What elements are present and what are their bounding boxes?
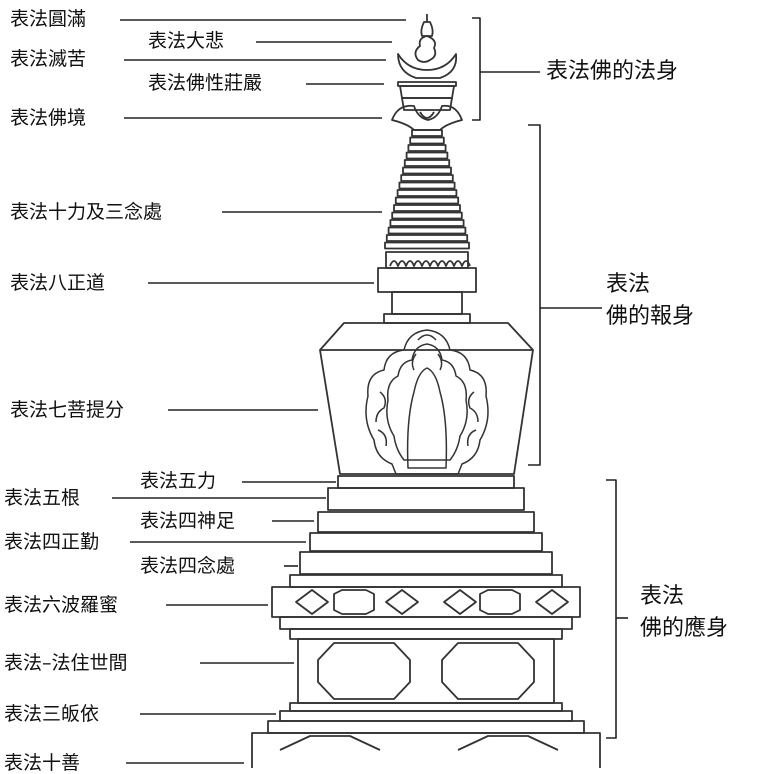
spire-ring [409,136,445,145]
label-four-bases: 表法四神足 [140,510,236,532]
label-five-powers: 表法五力 [140,470,217,492]
virtues-base [251,732,601,768]
crescent-moon [397,53,458,79]
label-one-dharma: 表法–法住世間 [4,652,128,674]
paramita-band [271,586,581,640]
spire-ring [407,144,447,152]
group-nirmanakaya-line1: 表法 [640,584,685,609]
spire-ring [402,166,452,175]
group-sambhogakaya-line2: 佛的報身 [606,304,695,329]
spire-ring [389,219,465,227]
label-four-efforts: 表法四正勤 [4,531,100,553]
ornate-niche [365,329,489,475]
label-seven-factors: 表法七菩提分 [10,399,125,421]
lotus-band [377,251,477,324]
spire-ring [394,196,460,205]
label-buddha-nature: 表法佛性莊嚴 [148,72,263,94]
spire-ring [398,181,456,190]
label-six-paramitas: 表法六波羅蜜 [4,594,119,616]
label-buddha-realm: 表法佛境 [10,107,87,129]
base-tiers [289,475,563,588]
spire-rings [384,129,470,250]
spire-ring [400,174,454,182]
spire-ring [385,234,469,242]
dome-body [319,322,534,475]
parasol-crown [391,81,463,131]
spire-ring [396,189,458,197]
pinnacle-jewel [414,14,437,63]
spire-ring [403,159,451,167]
label-perfection: 表法圓滿 [10,8,87,30]
brackets [472,17,628,739]
refuge-tiers [267,702,585,734]
group-dharmakaya: 表法佛的法身 [546,59,679,84]
spire-ring [384,241,470,250]
spire-ring [411,129,443,137]
spire-ring [405,151,449,160]
spire-ring [391,211,463,220]
label-eightfold-path: 表法八正道 [10,272,106,294]
label-ten-powers: 表法十力及三念處 [10,201,163,223]
spire-ring [387,226,467,235]
spire-ring [393,204,461,212]
label-great-compassion: 表法大悲 [148,30,225,52]
label-ten-virtues: 表法十善 [4,752,81,774]
group-nirmanakaya-line2: 佛的應身 [640,616,729,641]
dharma-block [297,638,555,704]
label-five-roots: 表法五根 [4,487,81,509]
label-four-mindfulness: 表法四念處 [140,555,236,577]
label-end-suffering: 表法滅苦 [10,48,87,70]
label-three-refuges: 表法三皈依 [4,703,100,725]
leader-lines [112,19,406,764]
group-sambhogakaya-line1: 表法 [606,272,651,297]
